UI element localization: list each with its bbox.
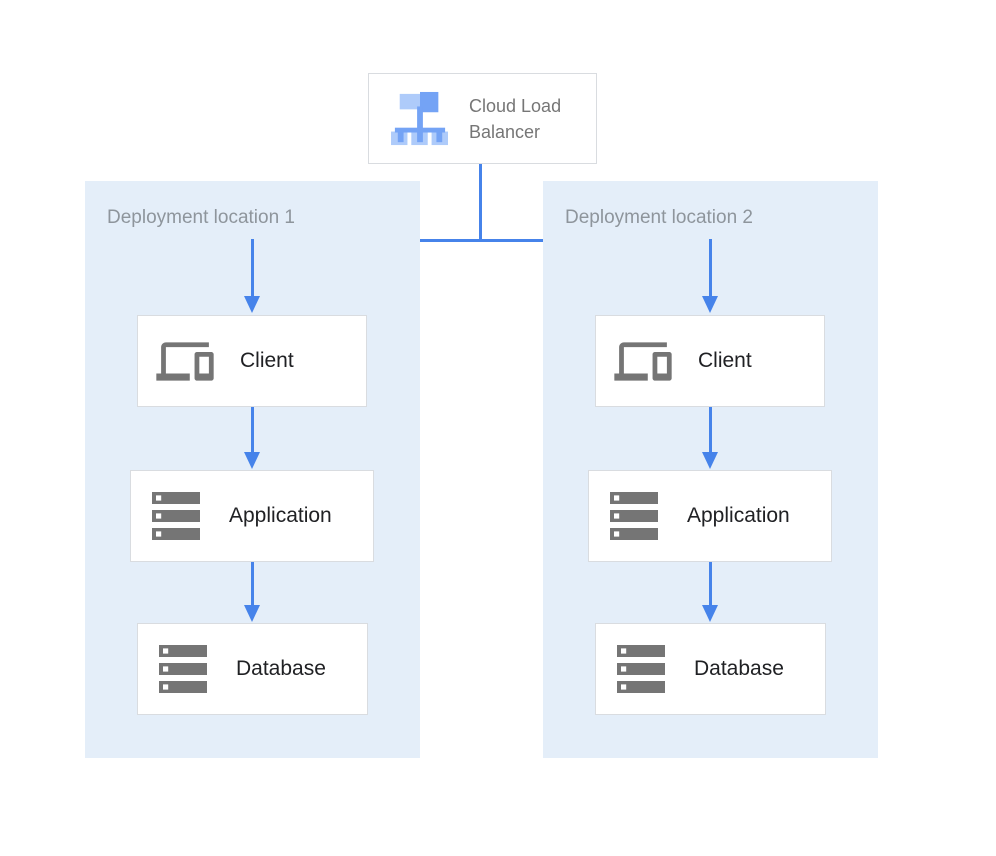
application-node-label: Application (687, 504, 790, 527)
database-node: Database (137, 623, 368, 715)
application-node: Application (130, 470, 374, 562)
load-balancer-node: Cloud Load Balancer (368, 73, 597, 164)
arrow-down-icon (244, 452, 260, 469)
connector-client-to-application (709, 407, 712, 453)
zone-panel-deployment-location-1: Deployment location 1 Client (85, 181, 420, 758)
arrow-down-icon (244, 605, 260, 622)
connector-application-to-database (251, 562, 254, 606)
cloud-load-balancer-icon (391, 91, 448, 145)
server-stack-icon (152, 492, 200, 540)
connector-trunk-horizontal (251, 239, 712, 242)
connector-into-client (709, 239, 712, 297)
application-node: Application (588, 470, 832, 562)
connector-application-to-database (709, 562, 712, 606)
server-stack-icon (610, 492, 658, 540)
arrow-down-icon (702, 605, 718, 622)
arrow-down-icon (244, 296, 260, 313)
arrow-down-icon (702, 452, 718, 469)
devices-icon (156, 341, 214, 381)
zone-label: Deployment location 1 (107, 207, 295, 228)
application-node-label: Application (229, 504, 332, 527)
database-node: Database (595, 623, 826, 715)
server-stack-icon (617, 645, 665, 693)
load-balancer-label: Cloud Load Balancer (469, 95, 562, 142)
database-node-label: Database (694, 657, 784, 680)
client-node-label: Client (240, 349, 294, 372)
database-node-label: Database (236, 657, 326, 680)
connector-client-to-application (251, 407, 254, 453)
zone-label: Deployment location 2 (565, 207, 753, 228)
client-node-label: Client (698, 349, 752, 372)
zone-panel-deployment-location-2: Deployment location 2 Client (543, 181, 878, 758)
client-node: Client (137, 315, 367, 407)
devices-icon (614, 341, 672, 381)
connector-into-client (251, 239, 254, 297)
connector-trunk-vertical (479, 164, 482, 242)
client-node: Client (595, 315, 825, 407)
arrow-down-icon (702, 296, 718, 313)
server-stack-icon (159, 645, 207, 693)
